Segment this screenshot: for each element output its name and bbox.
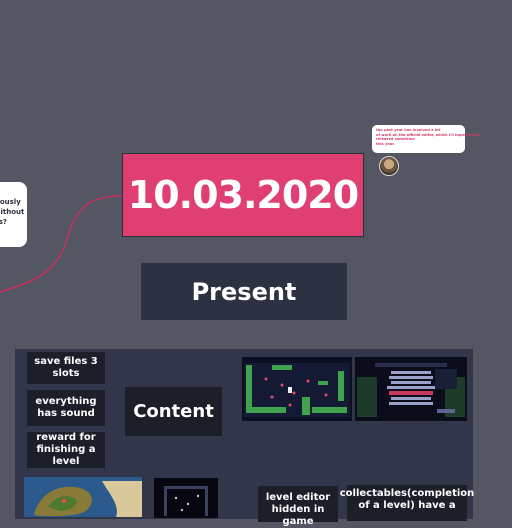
- content-title: Content: [133, 401, 214, 422]
- menu-screen-image: [355, 357, 467, 421]
- date-title: 10.03.2020: [127, 173, 359, 217]
- feature-card-collectables[interactable]: collectables(completion of a level) have…: [340, 485, 474, 521]
- comment-bubble[interactable]: the past year has involved a lot of work…: [372, 125, 481, 153]
- feature-card-sound[interactable]: everything has sound: [27, 390, 105, 426]
- partial-note-card[interactable]: riously without es?: [0, 182, 27, 247]
- game-screenshot-level[interactable]: [242, 357, 352, 421]
- avatar[interactable]: [379, 156, 399, 176]
- partial-note-text: riously without es?: [0, 198, 25, 226]
- game-screenshot-menu[interactable]: [355, 357, 467, 421]
- feature-card-reward[interactable]: reward for finishing a level: [27, 432, 105, 468]
- feature-label: collectables(completion of a level) have…: [339, 488, 475, 511]
- date-title-box[interactable]: 10.03.2020: [122, 153, 364, 237]
- feature-label: reward for finishing a level: [36, 432, 96, 467]
- feature-label: everything has sound: [35, 396, 97, 419]
- present-title: Present: [191, 277, 297, 306]
- level-map-image: [242, 357, 352, 421]
- connector-line: [0, 195, 123, 293]
- game-screenshot-dark-level[interactable]: [154, 478, 218, 518]
- present-header[interactable]: Present: [141, 263, 347, 320]
- dark-level-image: [154, 478, 218, 518]
- feature-card-save-files[interactable]: save files 3 slots: [27, 352, 105, 384]
- feature-label: level editor hidden in game: [265, 492, 331, 527]
- world-map-image: [24, 477, 142, 517]
- game-screenshot-world-map[interactable]: [24, 477, 142, 517]
- feature-label: save files 3 slots: [34, 356, 98, 379]
- comment-text: the past year has involved a lot of work…: [376, 128, 481, 146]
- feature-card-level-editor[interactable]: level editor hidden in game: [258, 486, 338, 527]
- content-label-card[interactable]: Content: [125, 387, 222, 436]
